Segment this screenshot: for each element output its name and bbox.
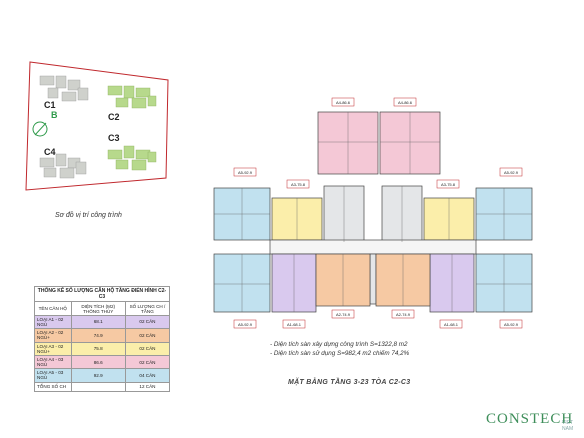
table-row: LOẠI A1 - 02 NGỦ 68.1 02 CĂN [34,314,171,330]
tag-a5-top-left: A5-92.9 [238,170,253,175]
label-b: B [51,110,58,120]
label-c4: C4 [44,147,56,157]
site-plan-caption: Sơ đồ vị trí công trình [55,212,122,219]
tag-a4-left: A4-86.6 [336,100,351,105]
corridor [269,239,477,255]
label-c1: C1 [44,100,56,110]
tag-a5-top-right: A5-92.9 [504,170,519,175]
apartment-stats-table: THỐNG KÊ SỐ LƯỢNG CĂN HỘ TẦNG ĐIỂN HÌNH … [34,285,171,393]
tag-a4-right: A4-86.6 [398,100,413,105]
table-total-row: TỔNG SỐ CH 12 CĂN [34,381,171,393]
table-row: LOẠI A5 - 03 NGỦ 92.9 04 CĂN [34,368,171,383]
tag-a5-bottom-right: A5-92.9 [504,322,519,327]
table-row: LOẠI A4 - 03 NGỦ 86.6 02 CĂN [34,354,171,370]
block-c2 [107,85,157,109]
floor-area-notes: - Diện tích sàn xây dựng công trình S=13… [270,340,409,358]
tag-a3-right: A3-75.8 [441,182,456,187]
tag-a5-bottom-left: A5-92.9 [238,322,253,327]
tag-a1-left: A1-68.1 [287,322,302,327]
brand-logo: CONSTECH [486,411,574,427]
note-usable-area: - Diện tích sàn sử dụng S=982,4 m2 chiếm… [270,350,410,357]
brand-sub: VIET NAM [562,420,574,432]
site-boundary [25,61,169,191]
block-c3 [107,145,157,171]
tag-a1-right: A1-68.1 [444,322,459,327]
block-b-marker [32,121,48,137]
floor-plan-title: MẶT BẰNG TẦNG 3-23 TÒA C2-C3 [288,379,411,386]
label-c2: C2 [108,112,120,122]
label-c3: C3 [108,133,120,143]
core-bottom-left [369,253,377,305]
tag-a3-left: A3-75.8 [291,182,306,187]
site-plan [25,61,169,191]
note-construction-area: - Diện tích sàn xây dựng công trình S=13… [270,341,408,348]
block-c4 [39,153,87,179]
table-row: LOẠI A2 - 02 NGỦ+ 74.9 02 CĂN [34,328,171,343]
block-c1 [39,75,89,102]
tag-a2-left: A2-74.9 [336,312,351,317]
tag-a2-right: A2-74.9 [396,312,411,317]
